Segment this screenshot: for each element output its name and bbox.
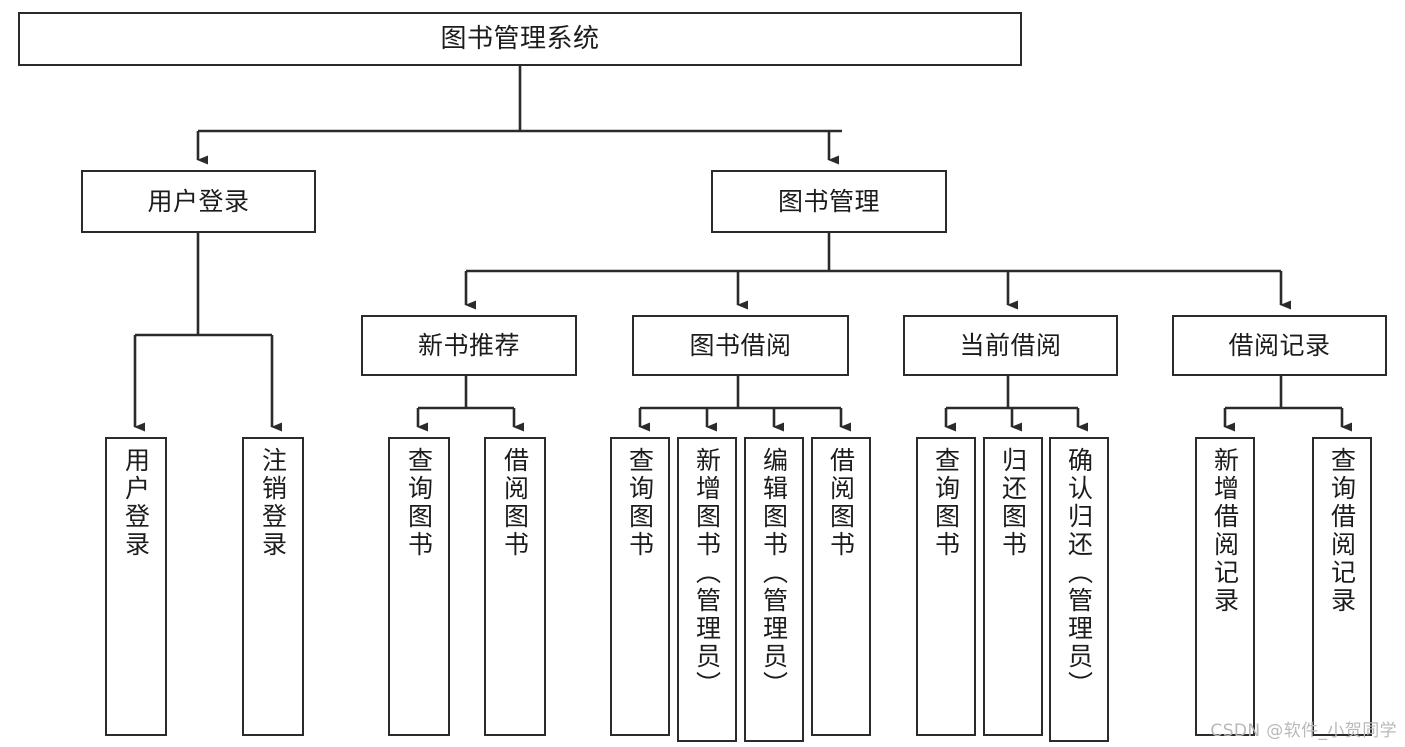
node-label: 借阅记录 (1228, 330, 1331, 360)
node-label: 借阅图书 (500, 447, 530, 559)
node-current-borrow[interactable]: 当前借阅 (903, 315, 1118, 376)
node-leaf-query-book-recommend[interactable]: 查询图书 (388, 437, 450, 736)
node-label: 图书管理系统 (440, 23, 600, 54)
node-leaf-query-borrow-record[interactable]: 查询借阅记录 (1312, 437, 1372, 736)
node-label: 查询图书 (625, 447, 655, 559)
node-label: 编辑图书（管理员） (759, 447, 789, 699)
node-label: 图书管理 (777, 186, 880, 216)
node-leaf-add-borrow-record[interactable]: 新增借阅记录 (1195, 437, 1255, 736)
node-label: 归还图书 (998, 447, 1028, 559)
node-book-management[interactable]: 图书管理 (711, 170, 947, 233)
node-label: 用户登录 (147, 186, 250, 216)
node-label: 当前借阅 (959, 330, 1062, 360)
node-user-login[interactable]: 用户登录 (81, 170, 316, 233)
csdn-watermark: CSDN @软件_小贺同学 (1210, 721, 1397, 741)
node-label: 查询图书 (931, 447, 961, 559)
node-book-borrow[interactable]: 图书借阅 (632, 315, 849, 376)
node-leaf-user-login[interactable]: 用户登录 (105, 437, 167, 736)
node-label: 查询图书 (404, 447, 434, 559)
node-leaf-borrow-book[interactable]: 借阅图书 (811, 437, 871, 736)
node-label: 新书推荐 (417, 330, 520, 360)
node-leaf-query-book-current[interactable]: 查询图书 (916, 437, 976, 736)
node-label: 确认归还（管理员） (1064, 447, 1094, 699)
node-borrow-record[interactable]: 借阅记录 (1172, 315, 1387, 376)
node-label: 查询借阅记录 (1327, 447, 1357, 615)
node-leaf-edit-book[interactable]: 编辑图书（管理员） (744, 437, 804, 742)
node-label: 新增图书（管理员） (692, 447, 722, 699)
node-label: 借阅图书 (826, 447, 856, 559)
node-label: 注销登录 (258, 447, 288, 559)
node-leaf-return-book[interactable]: 归还图书 (983, 437, 1043, 736)
node-leaf-add-book[interactable]: 新增图书（管理员） (677, 437, 737, 742)
node-new-book-recommend[interactable]: 新书推荐 (361, 315, 577, 376)
node-leaf-query-book-borrow[interactable]: 查询图书 (610, 437, 670, 736)
node-leaf-confirm-return[interactable]: 确认归还（管理员） (1049, 437, 1109, 742)
node-leaf-logout-login[interactable]: 注销登录 (242, 437, 304, 736)
node-label: 用户登录 (121, 447, 151, 559)
node-leaf-borrow-book-recommend[interactable]: 借阅图书 (484, 437, 546, 736)
node-root-book-management-system[interactable]: 图书管理系统 (18, 12, 1022, 66)
node-label: 新增借阅记录 (1210, 447, 1240, 615)
node-label: 图书借阅 (689, 330, 792, 360)
